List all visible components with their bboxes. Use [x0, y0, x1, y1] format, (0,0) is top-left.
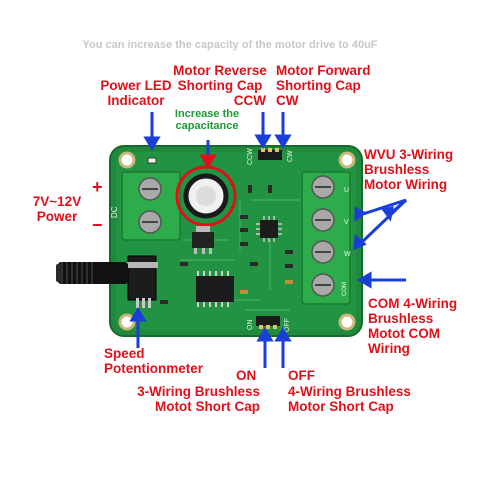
com-wiring-line2: Brushless — [368, 311, 434, 326]
silk-com: COM — [342, 282, 348, 296]
potentiometer — [56, 255, 158, 308]
power-led — [147, 157, 157, 164]
power-led-label-line1: Power LED — [100, 78, 172, 93]
motor-forward-label: Motor Forward Shorting Cap CW — [276, 63, 380, 108]
voltage-label: 7V~12V Power — [24, 194, 90, 224]
three-wiring-cap-line1: 3-Wiring Brushless — [137, 384, 260, 399]
com-wiring-line3: Motot COM — [368, 326, 440, 341]
motor-forward-line2: Shorting Cap — [276, 78, 361, 93]
com-wiring-label: COM 4-Wiring Brushless Motot COM Wiring — [368, 296, 472, 356]
four-wiring-cap-line1: 4-Wiring Brushless — [288, 384, 411, 399]
wvu-wiring-line1: WVU 3-Wiring — [364, 147, 454, 162]
motor-reverse-line2: Shorting Cap — [177, 78, 263, 93]
com-wiring-line1: COM 4-Wiring — [368, 296, 458, 311]
voltage-regulator — [192, 226, 214, 254]
wvu-wiring-line3: Motor Wiring — [364, 177, 448, 192]
speed-pot-label: Speed Potentionmeter — [104, 346, 203, 376]
off-label: OFF — [288, 368, 315, 383]
controller-ic — [256, 216, 282, 242]
silk-on: ON — [247, 320, 254, 331]
increase-cap-label: Increase the capacitance — [162, 108, 252, 132]
capacitor — [175, 165, 237, 227]
increase-cap-line1: Increase the — [174, 108, 240, 120]
increase-cap-line2: capacitance — [175, 120, 239, 132]
direction-jumper-header — [258, 148, 282, 160]
motor-forward-line3: CW — [276, 93, 299, 108]
minus-sign: − — [92, 215, 103, 235]
four-wiring-cap-line2: Motor Short Cap — [288, 399, 394, 414]
speed-pot-line2: Potentionmeter — [104, 361, 204, 376]
silk-u: U — [344, 187, 349, 194]
silk-ccw: CCW — [247, 148, 254, 165]
silk-dc: DC — [110, 206, 119, 218]
silk-w: W — [344, 251, 351, 258]
wvu-wiring-label: WVU 3-Wiring Brushless Motor Wiring — [364, 147, 464, 192]
motor-reverse-line1: Motor Reverse — [173, 63, 267, 78]
top-caption: You can increase the capacity of the mot… — [82, 39, 377, 51]
silk-off: OFF — [284, 318, 291, 332]
speed-pot-line1: Speed — [104, 346, 145, 361]
voltage-line1: 7V~12V — [32, 194, 82, 209]
power-led-label-line2: Indicator — [107, 93, 165, 108]
silk-cw: CW — [287, 150, 294, 162]
three-wiring-cap-line2: Motot Short Cap — [155, 399, 260, 414]
voltage-line2: Power — [36, 209, 78, 224]
power-terminal — [121, 171, 181, 241]
silk-v: V — [344, 219, 349, 226]
smd-components — [160, 185, 293, 304]
driver-ic — [196, 271, 234, 307]
four-wiring-cap-label: 4-Wiring Brushless Motor Short Cap — [288, 384, 418, 414]
motor-forward-line1: Motor Forward — [276, 63, 371, 78]
three-wiring-cap-label: 3-Wiring Brushless Motot Short Cap — [130, 384, 260, 414]
wiring-jumper-header — [256, 316, 280, 329]
motor-reverse-line3: CCW — [233, 93, 266, 108]
power-led-label: Power LED Indicator — [84, 78, 188, 108]
annotation-arrows — [129, 112, 408, 368]
plus-sign: + — [92, 177, 103, 197]
motor-reverse-label: Motor Reverse Shorting Cap CCW — [168, 63, 272, 108]
on-label: ON — [236, 368, 257, 383]
wvu-wiring-line2: Brushless — [364, 162, 430, 177]
com-wiring-line4: Wiring — [368, 341, 410, 356]
motor-terminal-block — [301, 171, 351, 305]
